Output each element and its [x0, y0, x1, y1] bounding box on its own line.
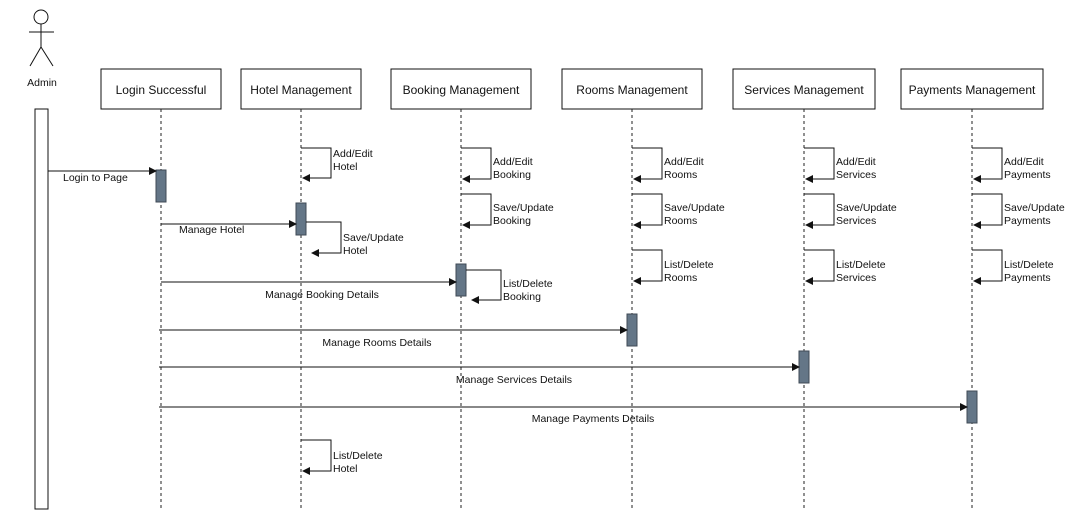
message-manage-hotel: Manage Hotel	[161, 220, 297, 236]
participant-label: Hotel Management	[250, 83, 352, 97]
self-call-arrow	[461, 193, 492, 229]
activation-rooms	[626, 313, 638, 347]
self-call-arrow	[461, 147, 492, 183]
activation-hotel	[295, 202, 307, 236]
self-call-arrow	[804, 147, 835, 183]
self-call-arrow	[804, 249, 835, 285]
activation-booking	[455, 263, 467, 297]
admin-actor: Admin	[27, 9, 57, 510]
activation-payments	[966, 390, 978, 424]
participant-box	[732, 68, 876, 110]
message-label: Manage Services Details	[456, 374, 572, 386]
participant-label: Services Management	[744, 83, 864, 97]
actor-activation-bar	[34, 108, 49, 510]
self-call-arrow	[972, 249, 1003, 285]
participant-booking: Booking Management	[390, 68, 532, 510]
self-call-arrow	[301, 147, 332, 182]
self-call-arrow	[632, 193, 663, 229]
message-label: Login to Page	[63, 172, 128, 184]
actor-label: Admin	[27, 77, 57, 89]
participant-login: Login Successful	[100, 68, 222, 510]
message-label: Manage Hotel	[179, 224, 244, 236]
message-label: Manage Payments Details	[532, 413, 655, 425]
participant-hotel: Hotel Management	[240, 68, 362, 510]
participant-box	[100, 68, 222, 110]
self-call-arrow	[632, 249, 663, 285]
participant-payments: Payments Management	[900, 68, 1044, 510]
self-call-arrow	[301, 439, 332, 475]
self-call-arrow	[306, 221, 342, 257]
participant-label: Login Successful	[116, 83, 207, 97]
activation-services	[798, 350, 810, 384]
message-label: Manage Rooms Details	[322, 337, 431, 349]
self-call-arrow	[466, 269, 502, 304]
stick-figure-icon	[29, 9, 54, 67]
self-call-arrow	[972, 193, 1003, 229]
participant-label: Payments Management	[909, 83, 1036, 97]
participant-box	[390, 68, 532, 110]
self-call-arrow	[972, 147, 1003, 183]
message-login-to-page: Login to Page	[48, 167, 157, 184]
participant-rooms: Rooms Management	[561, 68, 703, 510]
activation-login	[155, 169, 167, 203]
self-call-arrow	[804, 193, 835, 229]
participant-label: Booking Management	[403, 83, 520, 97]
message-label: Manage Booking Details	[265, 289, 379, 301]
participant-label: Rooms Management	[576, 83, 688, 97]
self-call-arrow	[632, 147, 663, 183]
message-manage-booking: Manage Booking Details	[161, 278, 457, 301]
message-manage-payments: Manage Payments Details	[159, 403, 968, 425]
message-manage-rooms: Manage Rooms Details	[159, 326, 628, 349]
message-manage-services: Manage Services Details	[159, 363, 800, 386]
participant-services: Services Management	[732, 68, 876, 510]
participant-box	[900, 68, 1044, 110]
